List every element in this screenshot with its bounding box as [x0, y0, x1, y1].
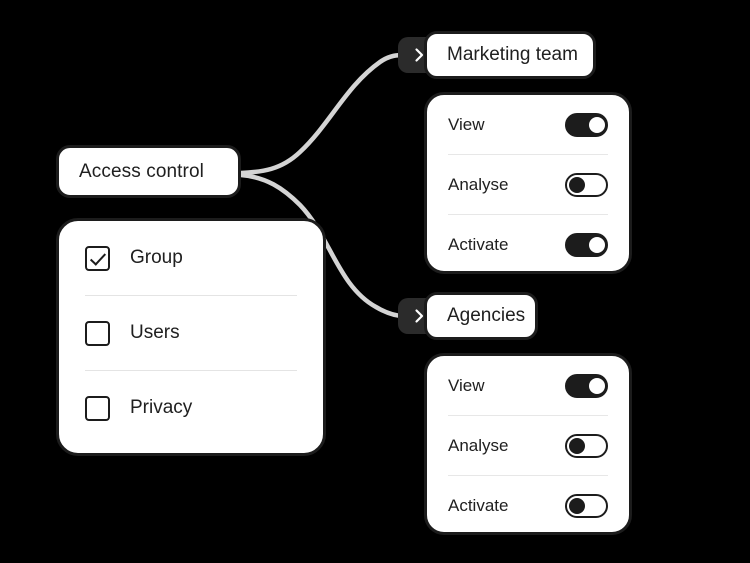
- table-row[interactable]: Activate: [448, 475, 608, 535]
- checkbox-privacy[interactable]: [85, 395, 110, 421]
- node-marketing-team[interactable]: Marketing team: [424, 31, 596, 79]
- checkbox-privacy-label: Privacy: [130, 397, 193, 418]
- chevron-right-icon: [415, 48, 424, 62]
- checkbox-group-label: Group: [130, 247, 183, 268]
- toggle-analyse-agencies[interactable]: [565, 433, 608, 458]
- options-panel: Group Users Privacy: [56, 218, 326, 456]
- chevron-right-icon: [415, 309, 424, 323]
- node-access-control-label: Access control: [79, 160, 204, 182]
- table-row[interactable]: View: [448, 95, 608, 154]
- node-marketing-team-label: Marketing team: [447, 44, 578, 65]
- checkbox-group[interactable]: [85, 245, 110, 271]
- table-row[interactable]: Analyse: [448, 415, 608, 475]
- table-row[interactable]: Analyse: [448, 154, 608, 214]
- checkbox-users[interactable]: [85, 320, 110, 346]
- node-access-control[interactable]: Access control: [56, 145, 241, 198]
- permissions-panel-marketing: View Analyse Activate: [424, 92, 632, 274]
- permission-label-analyse: Analyse: [448, 435, 509, 455]
- toggle-view-marketing[interactable]: [565, 112, 608, 137]
- toggle-analyse-marketing[interactable]: [565, 172, 608, 197]
- connector-to-marketing: [238, 52, 407, 176]
- node-agencies[interactable]: Agencies: [424, 292, 538, 340]
- list-item[interactable]: Users: [85, 295, 297, 370]
- list-item[interactable]: Privacy: [85, 370, 297, 445]
- toggle-activate-agencies[interactable]: [565, 493, 608, 518]
- checkbox-users-label: Users: [130, 322, 180, 343]
- toggle-activate-marketing[interactable]: [565, 232, 608, 257]
- table-row[interactable]: Activate: [448, 214, 608, 274]
- node-agencies-label: Agencies: [447, 305, 526, 326]
- permission-label-activate: Activate: [448, 495, 509, 515]
- toggle-view-agencies[interactable]: [565, 373, 608, 398]
- permission-label-activate: Activate: [448, 234, 509, 254]
- list-item[interactable]: Group: [85, 221, 297, 295]
- permissions-panel-agencies: View Analyse Activate: [424, 353, 632, 535]
- permission-label-view: View: [448, 114, 485, 134]
- permission-label-analyse: Analyse: [448, 174, 509, 194]
- table-row[interactable]: View: [448, 356, 608, 415]
- permission-label-view: View: [448, 375, 485, 395]
